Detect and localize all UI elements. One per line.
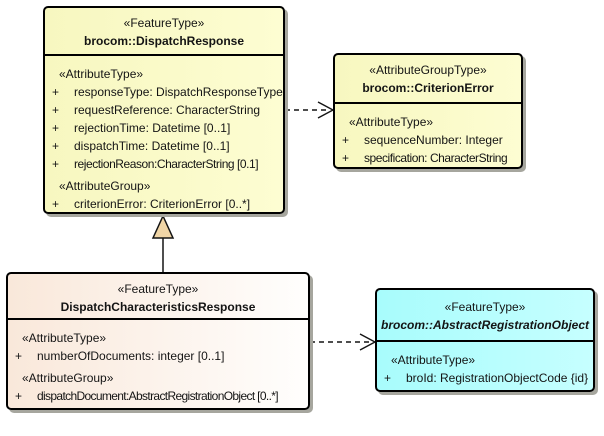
visibility-marker: + — [384, 371, 392, 385]
section-label: «AttributeType» — [391, 353, 476, 367]
visibility-marker: + — [342, 151, 350, 165]
attribute-row: + broId: RegistrationObjectCode {id} — [377, 369, 593, 387]
attribute-text: requestReference: CharacterString — [74, 103, 261, 117]
class-stereotype: «AttributeGroupType» — [369, 63, 487, 77]
section-label: «AttributeType» — [22, 331, 107, 345]
visibility-marker: + — [52, 157, 60, 171]
attribute-row: + numberOfDocuments: integer [0..1] — [8, 347, 308, 365]
attribute-text: numberOfDocuments: integer [0..1] — [37, 349, 225, 363]
attribute-text: specification: CharacterString — [364, 151, 508, 165]
section-label: «AttributeType» — [59, 67, 144, 81]
attribute-text: rejectionTime: Datetime [0..1] — [74, 121, 231, 135]
class-box-dispatch-response[interactable]: «FeatureType» brocom::DispatchResponse «… — [43, 6, 285, 214]
visibility-marker: + — [52, 85, 60, 99]
attribute-compartment: «AttributeType» + sequenceNumber: Integer… — [335, 104, 521, 167]
class-header: «FeatureType» brocom::DispatchResponse — [45, 8, 283, 56]
visibility-marker: + — [52, 139, 60, 153]
class-stereotype: «FeatureType» — [123, 16, 205, 30]
attribute-text: rejectionReason:CharacterString [0.1] — [74, 157, 259, 171]
attribute-row: + criterionError: CriterionError [0..*] — [45, 195, 283, 213]
section-label: «AttributeType» — [349, 115, 434, 129]
attribute-compartment: «AttributeType» + numberOfDocuments: inte… — [8, 320, 308, 405]
attribute-row: + rejectionTime: Datetime [0..1] — [45, 119, 283, 137]
class-name: brocom::AbstractRegistrationObject — [380, 318, 590, 332]
attribute-row: + rejectionReason:CharacterString [0.1] — [45, 155, 283, 173]
class-header: «AttributeGroupType» brocom::CriterionEr… — [335, 55, 521, 104]
class-header: «FeatureType» brocom::AbstractRegistrati… — [377, 290, 593, 342]
class-name: brocom::CriterionError — [362, 81, 494, 95]
attribute-row: + requestReference: CharacterString — [45, 101, 283, 119]
class-header: «FeatureType» DispatchCharacteristicsRes… — [8, 274, 308, 320]
class-name: brocom::DispatchResponse — [83, 34, 245, 48]
open-arrowhead-icon — [359, 333, 377, 351]
dependency-arrow-criterion-error — [285, 101, 335, 119]
visibility-marker: + — [52, 121, 60, 135]
attribute-text: broId: RegistrationObjectCode {id} — [406, 371, 589, 385]
visibility-marker: + — [15, 389, 23, 403]
visibility-marker: + — [52, 197, 60, 211]
class-stereotype: «FeatureType» — [444, 300, 526, 314]
attribute-row: + dispatchTime: Datetime [0..1] — [45, 137, 283, 155]
generalization-arrow — [151, 214, 175, 272]
attribute-compartment: «AttributeType» + responseType: DispatchR… — [45, 56, 283, 213]
attribute-row: + specification: CharacterString — [335, 149, 521, 167]
class-name: DispatchCharacteristicsResponse — [60, 300, 256, 314]
class-box-abstract-registration-object[interactable]: «FeatureType» brocom::AbstractRegistrati… — [375, 288, 595, 392]
attribute-text: responseType: DispatchResponseType — [74, 85, 283, 99]
class-box-dispatch-characteristics-response[interactable]: «FeatureType» DispatchCharacteristicsRes… — [6, 272, 310, 410]
class-box-criterion-error[interactable]: «AttributeGroupType» brocom::CriterionEr… — [333, 53, 523, 169]
attribute-text: dispatchTime: Datetime [0..1] — [74, 139, 230, 153]
visibility-marker: + — [342, 133, 350, 147]
visibility-marker: + — [52, 103, 60, 117]
attribute-text: sequenceNumber: Integer — [364, 133, 503, 147]
attribute-text: dispatchDocument:AbstractRegistrationObj… — [37, 389, 279, 403]
dependency-arrow-abstract-registration-object — [310, 333, 377, 351]
open-arrowhead-icon — [317, 101, 335, 119]
visibility-marker: + — [15, 349, 23, 363]
attribute-row: + sequenceNumber: Integer — [335, 131, 521, 149]
attribute-row: + dispatchDocument:AbstractRegistrationOb… — [8, 387, 308, 405]
class-stereotype: «FeatureType» — [117, 282, 199, 296]
attribute-row: + responseType: DispatchResponseType — [45, 83, 283, 101]
attribute-compartment: «AttributeType» + broId: RegistrationObje… — [377, 342, 593, 387]
generalization-triangle-icon — [151, 214, 175, 239]
section-label: «AttributeGroup» — [22, 371, 114, 385]
attribute-text: criterionError: CriterionError [0..*] — [74, 197, 251, 211]
section-label: «AttributeGroup» — [59, 179, 151, 193]
